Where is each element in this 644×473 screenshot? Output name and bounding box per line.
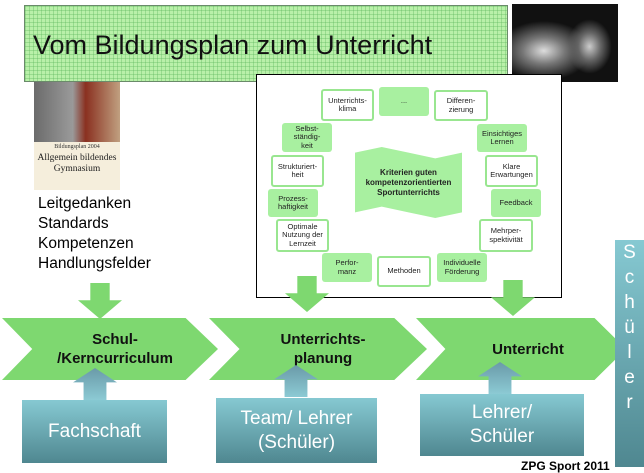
stage-chevron: Schul- /Kerncurriculum [2,318,218,380]
stage-label: Schul- /Kerncurriculum [57,331,173,367]
list-item: Leitgedanken [38,195,132,212]
criterion-item: Differen- zierung [434,90,488,121]
criterion-item: Methoden [377,256,431,287]
side-letter: S [623,242,636,263]
book-title: Allgemein bildendes Gymnasium [37,153,117,174]
side-letter: c [624,267,635,288]
footer-credit: ZPG Sport 2011 [521,459,610,473]
criterion-item: Klare Erwartungen [485,155,538,187]
criterion-item: Perfor- manz [322,253,372,282]
list-item: Kompetenzen [38,235,134,252]
stage-chevron: Unterricht [416,318,626,380]
actor-box: Lehrer/ Schüler [420,394,584,456]
criterion-item: Strukturiert- heit [271,155,324,187]
criterion-item: Feedback [491,189,541,217]
stage-label: Unterrichts- planung [280,331,366,367]
criterion-item: Individuelle Förderung [437,253,487,282]
actor-box: Team/ Lehrer (Schüler) [216,398,377,463]
actor-box: Fachschaft [22,400,167,463]
criteria-center-banner: Kriterien guten kompetenzorientierten Sp… [355,147,462,218]
side-letter: ü [624,317,635,338]
criterion-item: Optimale Nutzung der Lernzeit [276,219,329,252]
curriculum-book-cover: Bildungsplan 2004 Allgemein bildendes Gy… [34,82,120,190]
title-banner: Vom Bildungsplan zum Unterricht [24,5,508,82]
actor-label: Lehrer/ Schüler [469,402,535,447]
page-title: Vom Bildungsplan zum Unterricht [33,30,433,60]
side-label-schueler: S c h ü l e r [615,240,644,467]
actor-label: Team/ Lehrer (Schüler) [240,407,353,453]
side-letter: h [624,292,635,313]
criterion-item: Einsichtiges Lernen [477,124,527,152]
actor-label: Fachschaft [48,420,141,442]
stage-label: Unterricht [492,340,564,358]
list-item: Handlungsfelder [38,255,151,272]
criterion-item: ... [379,87,429,116]
criterion-item: Prozess- haftigkeit [268,189,318,217]
criterion-item: Mehrper- spektivität [479,219,533,252]
side-letter: l [627,342,632,363]
criterion-item: Selbst- ständig- keit [282,123,332,152]
down-arrow-icon [78,283,122,319]
stage-chevron: Unterrichts- planung [209,318,427,380]
criterion-item: Unterrichts- klima [321,89,374,121]
book-subtitle: Bildungsplan 2004 [54,144,100,150]
side-letter: e [624,367,635,388]
list-item: Standards [38,215,109,232]
side-letter: r [626,392,633,413]
running-shoes-image [512,4,618,82]
curriculum-elements-list: Leitgedanken Standards Kompetenzen Handl… [38,194,151,274]
book-cover-photo [34,82,120,142]
